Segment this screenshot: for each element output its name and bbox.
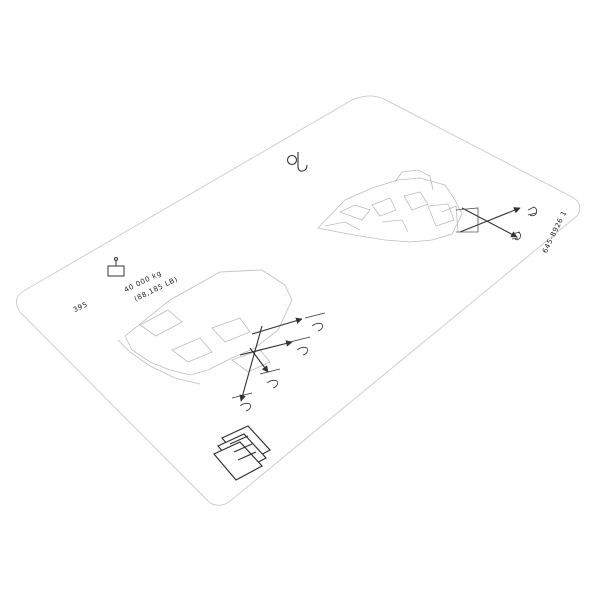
lifting-hook-icon bbox=[286, 152, 308, 172]
tie-down-point-icon bbox=[511, 206, 538, 241]
upper-tie-down-arrows bbox=[455, 207, 521, 238]
operator-manual-icon bbox=[213, 425, 271, 481]
lower-tie-down-arrows bbox=[239, 317, 303, 402]
weight-icon bbox=[107, 257, 125, 277]
machine-undercarriage-view bbox=[117, 269, 293, 385]
decal-plate bbox=[16, 95, 581, 506]
machine-top-view bbox=[317, 169, 463, 243]
tie-down-points-lower bbox=[231, 312, 326, 412]
